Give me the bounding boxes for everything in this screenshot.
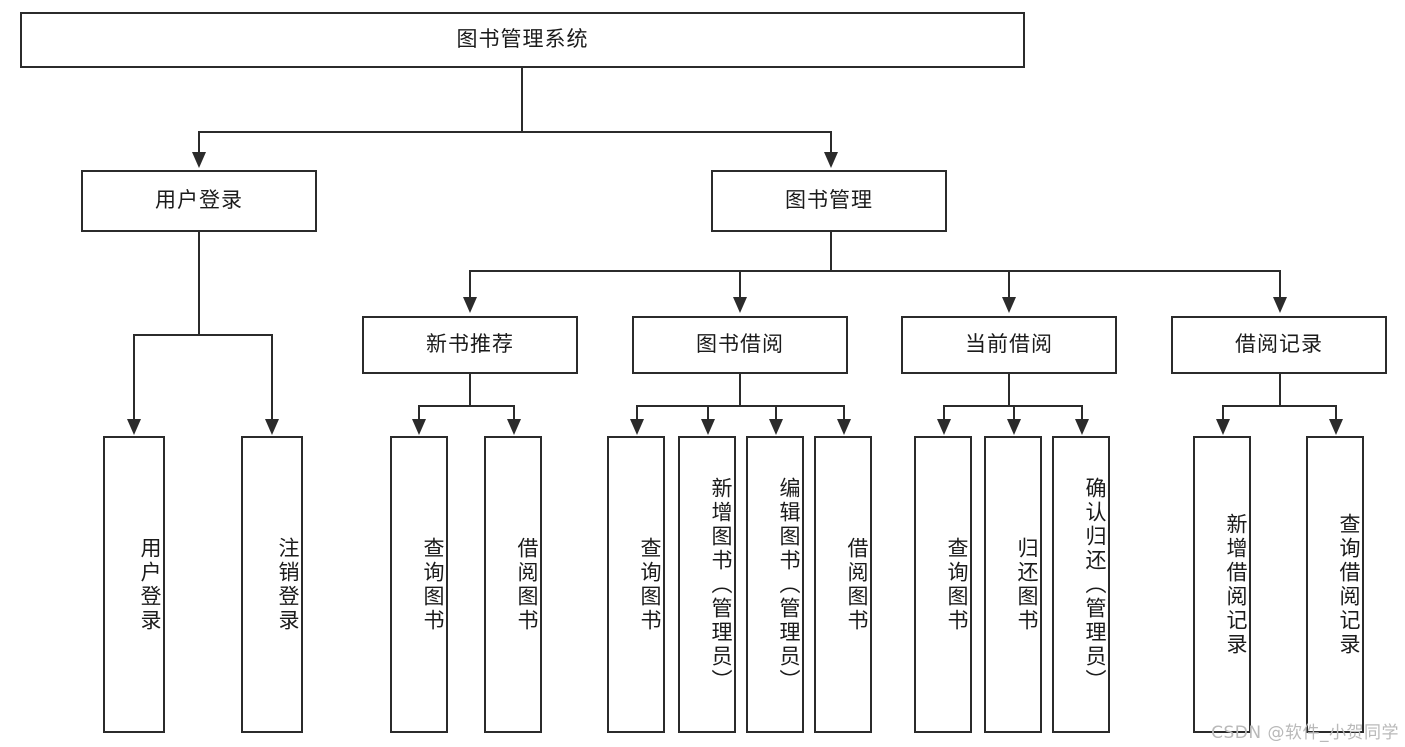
arrow-bm-to-new-book <box>463 297 477 313</box>
edge-new-book-stem <box>469 374 471 406</box>
arrow-user-login-to-leaf-2 <box>265 419 279 435</box>
node-label: 查询借阅记录 <box>1337 512 1361 657</box>
edge-bb-to-leaf-2 <box>707 405 709 420</box>
node-system-root[interactable]: 图书管理系统 <box>20 12 1025 68</box>
edge-borrow-record-stem <box>1279 374 1281 406</box>
arrow-nb-to-leaf-2 <box>507 419 521 435</box>
node-leaf-confirm-return[interactable]: 确认归还（管理员） <box>1052 436 1110 733</box>
node-book-borrow[interactable]: 图书借阅 <box>632 316 848 374</box>
node-label: 图书管理 <box>785 188 873 213</box>
edge-root-to-user-login <box>198 131 200 153</box>
edge-user-login-to-leaf-2 <box>271 334 273 420</box>
arrow-bb-to-leaf-1 <box>630 419 644 435</box>
node-leaf-query-record[interactable]: 查询借阅记录 <box>1306 436 1364 733</box>
edge-br-to-leaf-1 <box>1222 405 1224 420</box>
arrow-cb-to-leaf-2 <box>1007 419 1021 435</box>
edge-book-borrow-stem <box>739 374 741 406</box>
node-label: 借阅记录 <box>1235 332 1323 357</box>
node-label: 注销登录 <box>276 536 300 633</box>
edge-root-to-book-management <box>830 131 832 153</box>
node-label: 查询图书 <box>638 536 662 633</box>
arrow-br-to-leaf-1 <box>1216 419 1230 435</box>
arrow-bm-to-book-borrow <box>733 297 747 313</box>
edge-new-book-bus <box>418 405 514 407</box>
node-label: 用户登录 <box>138 536 162 633</box>
node-label: 用户登录 <box>155 188 243 213</box>
node-leaf-query-book-3[interactable]: 查询图书 <box>914 436 972 733</box>
arrow-root-to-book-management <box>824 152 838 168</box>
node-label: 图书管理系统 <box>456 27 589 52</box>
arrow-user-login-to-leaf-1 <box>127 419 141 435</box>
node-leaf-query-book-2[interactable]: 查询图书 <box>607 436 665 733</box>
edge-bb-to-leaf-4 <box>843 405 845 420</box>
node-book-management[interactable]: 图书管理 <box>711 170 947 232</box>
arrow-bm-to-current-borrow <box>1002 297 1016 313</box>
edge-cb-to-leaf-2 <box>1013 405 1015 420</box>
edge-root-stem <box>521 68 523 132</box>
node-label: 借阅图书 <box>845 536 869 633</box>
arrow-root-to-user-login <box>192 152 206 168</box>
node-leaf-borrow-book-1[interactable]: 借阅图书 <box>484 436 542 733</box>
node-label: 确认归还（管理员） <box>1083 476 1107 693</box>
edge-user-login-bus <box>133 334 272 336</box>
edge-book-management-bus <box>469 270 1281 272</box>
node-leaf-return-book[interactable]: 归还图书 <box>984 436 1042 733</box>
arrow-nb-to-leaf-1 <box>412 419 426 435</box>
node-leaf-borrow-book-2[interactable]: 借阅图书 <box>814 436 872 733</box>
node-label: 查询图书 <box>945 536 969 633</box>
edge-cb-to-leaf-3 <box>1081 405 1083 420</box>
node-label: 图书借阅 <box>696 332 784 357</box>
arrow-cb-to-leaf-3 <box>1075 419 1089 435</box>
edge-cb-to-leaf-1 <box>943 405 945 420</box>
edge-bm-to-new-book <box>469 270 471 298</box>
arrow-bb-to-leaf-3 <box>769 419 783 435</box>
edge-br-to-leaf-2 <box>1335 405 1337 420</box>
edge-bm-to-borrow-record <box>1279 270 1281 298</box>
edge-book-borrow-bus <box>636 405 844 407</box>
node-leaf-user-login[interactable]: 用户登录 <box>103 436 165 733</box>
node-new-book-recommend[interactable]: 新书推荐 <box>362 316 578 374</box>
node-label: 新增图书（管理员） <box>709 476 733 693</box>
arrow-bb-to-leaf-2 <box>701 419 715 435</box>
node-leaf-query-book-1[interactable]: 查询图书 <box>390 436 448 733</box>
node-borrow-record[interactable]: 借阅记录 <box>1171 316 1387 374</box>
node-label: 新书推荐 <box>426 332 514 357</box>
edge-bm-to-book-borrow <box>739 270 741 298</box>
node-label: 归还图书 <box>1015 536 1039 633</box>
node-leaf-add-record[interactable]: 新增借阅记录 <box>1193 436 1251 733</box>
node-current-borrow[interactable]: 当前借阅 <box>901 316 1117 374</box>
node-user-login[interactable]: 用户登录 <box>81 170 317 232</box>
arrow-cb-to-leaf-1 <box>937 419 951 435</box>
edge-user-login-stem <box>198 232 200 335</box>
node-leaf-logout-login[interactable]: 注销登录 <box>241 436 303 733</box>
edge-nb-to-leaf-2 <box>513 405 515 420</box>
node-leaf-edit-book[interactable]: 编辑图书（管理员） <box>746 436 804 733</box>
edge-book-management-stem <box>830 232 832 271</box>
node-label: 编辑图书（管理员） <box>777 476 801 693</box>
arrow-bb-to-leaf-4 <box>837 419 851 435</box>
edge-bb-to-leaf-1 <box>636 405 638 420</box>
node-label: 当前借阅 <box>965 332 1053 357</box>
edge-borrow-record-bus <box>1222 405 1337 407</box>
node-leaf-add-book[interactable]: 新增图书（管理员） <box>678 436 736 733</box>
arrow-br-to-leaf-2 <box>1329 419 1343 435</box>
node-label: 借阅图书 <box>515 536 539 633</box>
arrow-bm-to-borrow-record <box>1273 297 1287 313</box>
node-label: 查询图书 <box>421 536 445 633</box>
edge-bb-to-leaf-3 <box>775 405 777 420</box>
edge-root-bus <box>198 131 832 133</box>
edge-bm-to-current-borrow <box>1008 270 1010 298</box>
edge-current-borrow-stem <box>1008 374 1010 406</box>
edge-nb-to-leaf-1 <box>418 405 420 420</box>
node-label: 新增借阅记录 <box>1224 512 1248 657</box>
edge-user-login-to-leaf-1 <box>133 334 135 420</box>
